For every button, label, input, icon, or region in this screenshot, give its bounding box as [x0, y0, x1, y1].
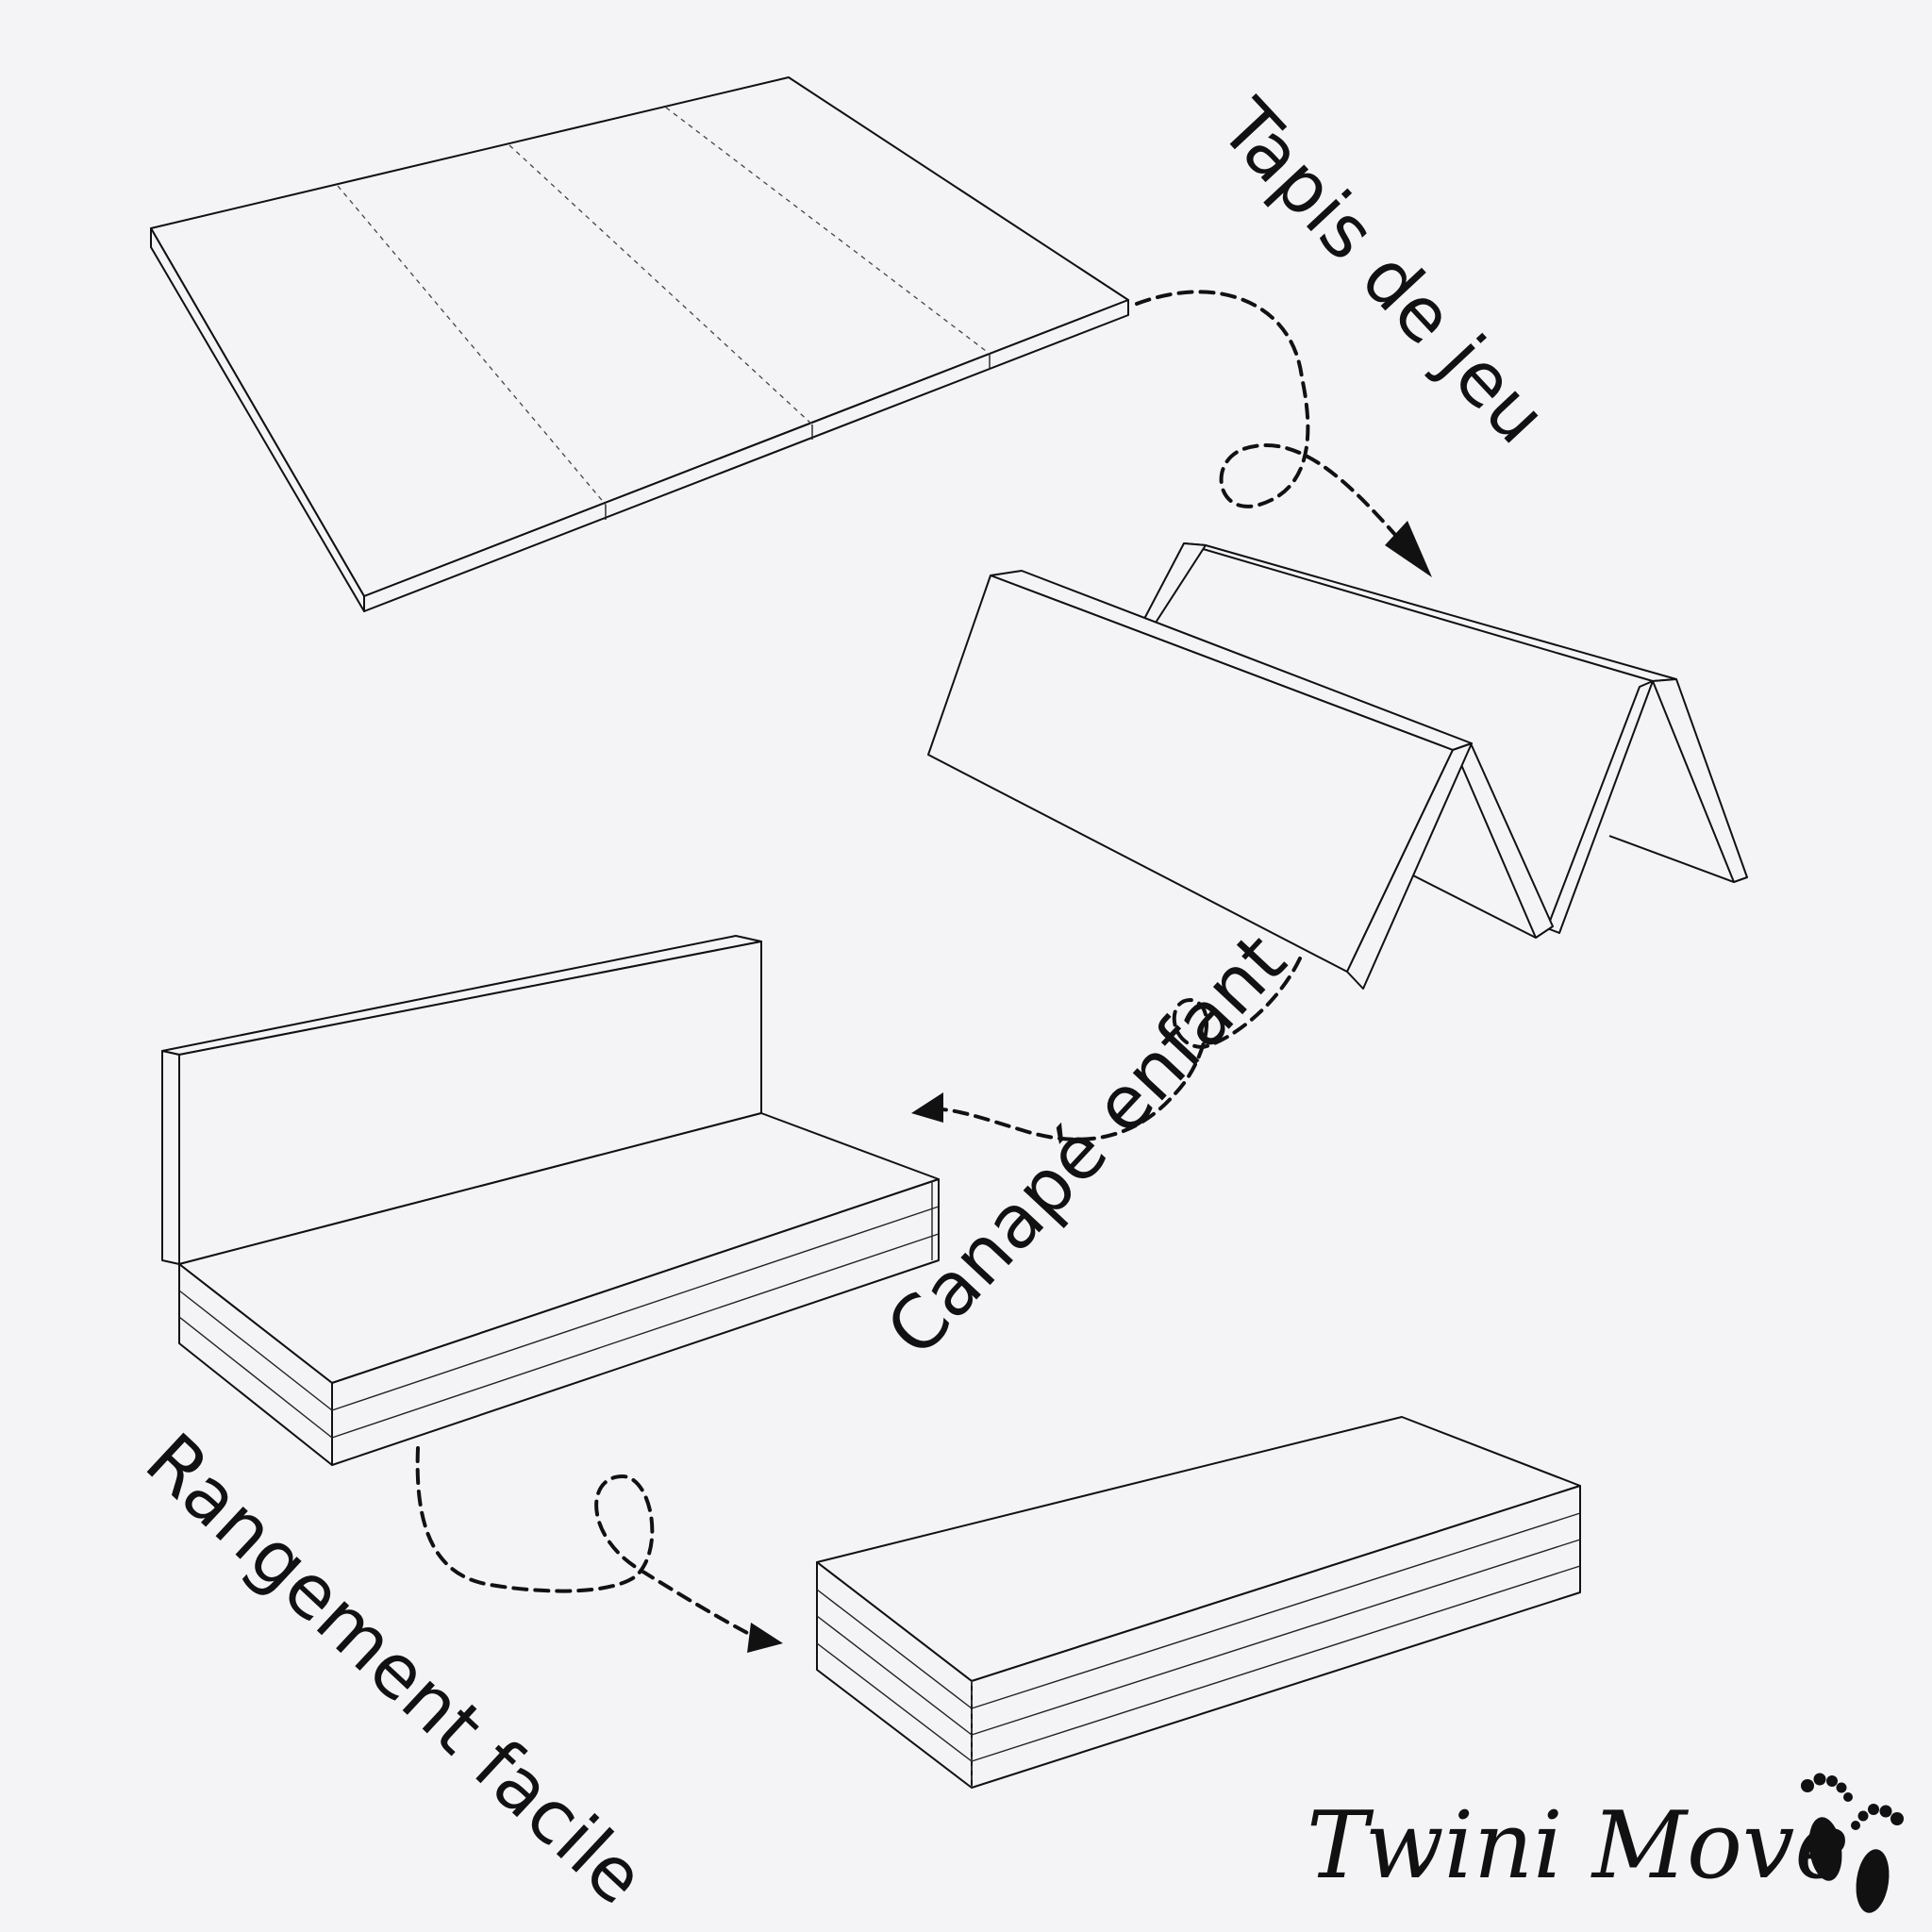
arrow-sofa-to-storage [415, 1446, 783, 1653]
arrow-mat-to-zigzag [1135, 290, 1432, 577]
sofa-illustration [161, 935, 940, 1466]
brand-logo: Twini Move [1307, 1773, 1904, 1913]
storage-block-illustration [816, 1416, 1581, 1789]
flat-mat-illustration [150, 76, 1129, 612]
baby-feet-icon [1801, 1773, 1904, 1913]
zigzag-mat-illustration [927, 542, 1748, 990]
label-play-mat: Tapis de jeu [1203, 84, 1562, 460]
arrow-zigzag-to-sofa [911, 957, 1302, 1141]
brand-name: Twini Move [1307, 1792, 1849, 1900]
label-child-sofa: Canapé enfant [871, 918, 1303, 1373]
label-easy-storage: Rangement facile [129, 1418, 660, 1921]
